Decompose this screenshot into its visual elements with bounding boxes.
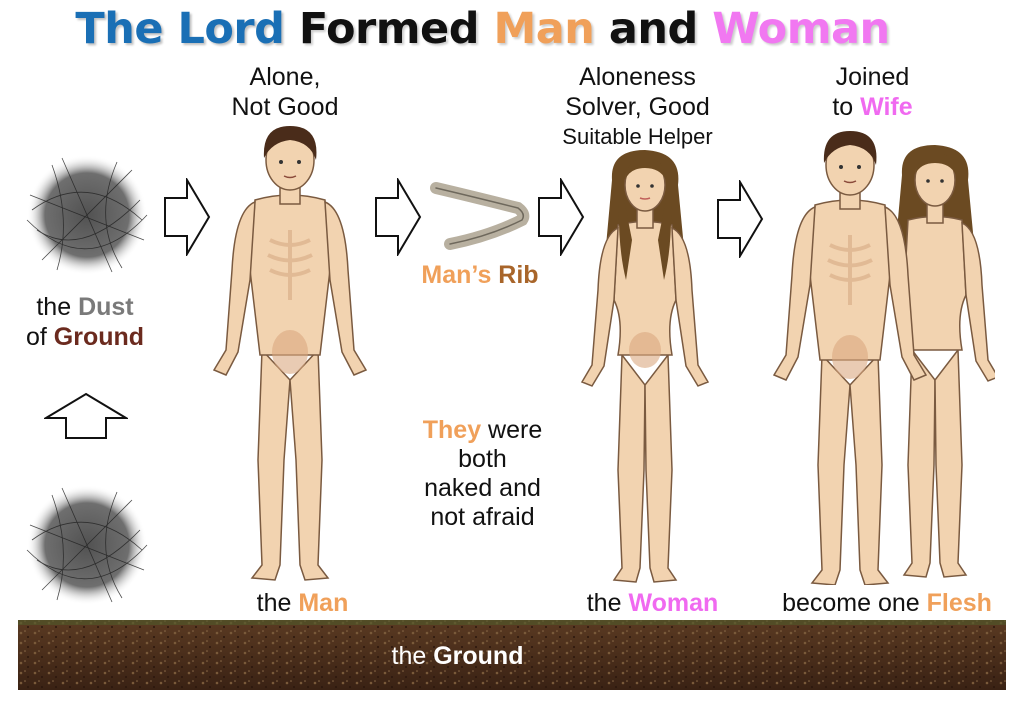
- title-formed: Formed: [284, 4, 494, 54]
- title-woman: Woman: [712, 4, 890, 54]
- woman-top-line2: Solver, Good: [565, 93, 710, 121]
- naked-statement: They were both naked and not afraid: [395, 416, 570, 532]
- man-top-line1: Alone,: [249, 63, 321, 91]
- man-label: the Man: [215, 588, 390, 618]
- ground-strip: [18, 620, 1006, 690]
- dust-ball-icon: [26, 155, 148, 275]
- woman-figure: [580, 150, 710, 583]
- rib-label-mans: Man’s: [421, 261, 499, 289]
- ground-label-name: Ground: [433, 642, 524, 670]
- right-arrow-icon: [717, 180, 764, 258]
- man-label-the: the: [256, 589, 299, 617]
- couple-label-text: become one: [782, 589, 927, 617]
- right-arrow-icon: [538, 178, 585, 256]
- rib-label: Man’s Rib: [405, 260, 555, 290]
- woman-label: the Woman: [565, 588, 740, 618]
- dust-ground-word: Ground: [53, 323, 145, 351]
- woman-label-the: the: [586, 589, 629, 617]
- dust-word: Dust: [78, 293, 134, 321]
- couple-top-label: Joined to Wife: [790, 62, 955, 122]
- woman-top-label: Aloneness Solver, Good Suitable Helper: [540, 62, 735, 152]
- they-word: They: [422, 416, 482, 444]
- couple-label-flesh: Flesh: [926, 589, 992, 617]
- man-figure: [212, 126, 368, 581]
- title-and: and: [594, 4, 713, 54]
- ground-label: the Ground: [330, 642, 585, 671]
- dust-the: the: [36, 293, 79, 321]
- man-label-name: Man: [298, 589, 349, 617]
- dust-ball-icon: [26, 485, 148, 605]
- rib-label-rib: Rib: [498, 261, 539, 289]
- they-rest: were: [481, 416, 543, 444]
- couple-top-line1: Joined: [835, 63, 910, 91]
- woman-top-line3: Suitable Helper: [562, 124, 713, 149]
- man-top-line2: Not Good: [231, 93, 339, 121]
- title-lord: The Lord: [75, 4, 285, 54]
- title-man: Man: [493, 4, 595, 54]
- rib-bone-icon: [430, 182, 530, 250]
- they-line3: naked and: [424, 474, 541, 502]
- ground-label-the: the: [391, 642, 434, 670]
- they-line4: not afraid: [430, 503, 535, 531]
- couple-top-wife: Wife: [860, 93, 913, 121]
- right-arrow-icon: [375, 178, 422, 256]
- woman-label-name: Woman: [628, 589, 719, 617]
- page-title: The Lord Formed Man and Woman: [0, 4, 965, 54]
- couple-label: become one Flesh: [762, 588, 1012, 618]
- up-arrow-icon: [44, 392, 128, 439]
- they-line2: both: [458, 445, 507, 473]
- couple-top-to: to: [832, 93, 861, 121]
- dust-of: of: [25, 323, 54, 351]
- right-arrow-icon: [164, 178, 211, 256]
- couple-figure: [772, 131, 995, 585]
- man-top-label: Alone, Not Good: [200, 62, 370, 122]
- dust-label: the Dust of Ground: [0, 292, 170, 352]
- woman-top-line1: Aloneness: [579, 63, 696, 91]
